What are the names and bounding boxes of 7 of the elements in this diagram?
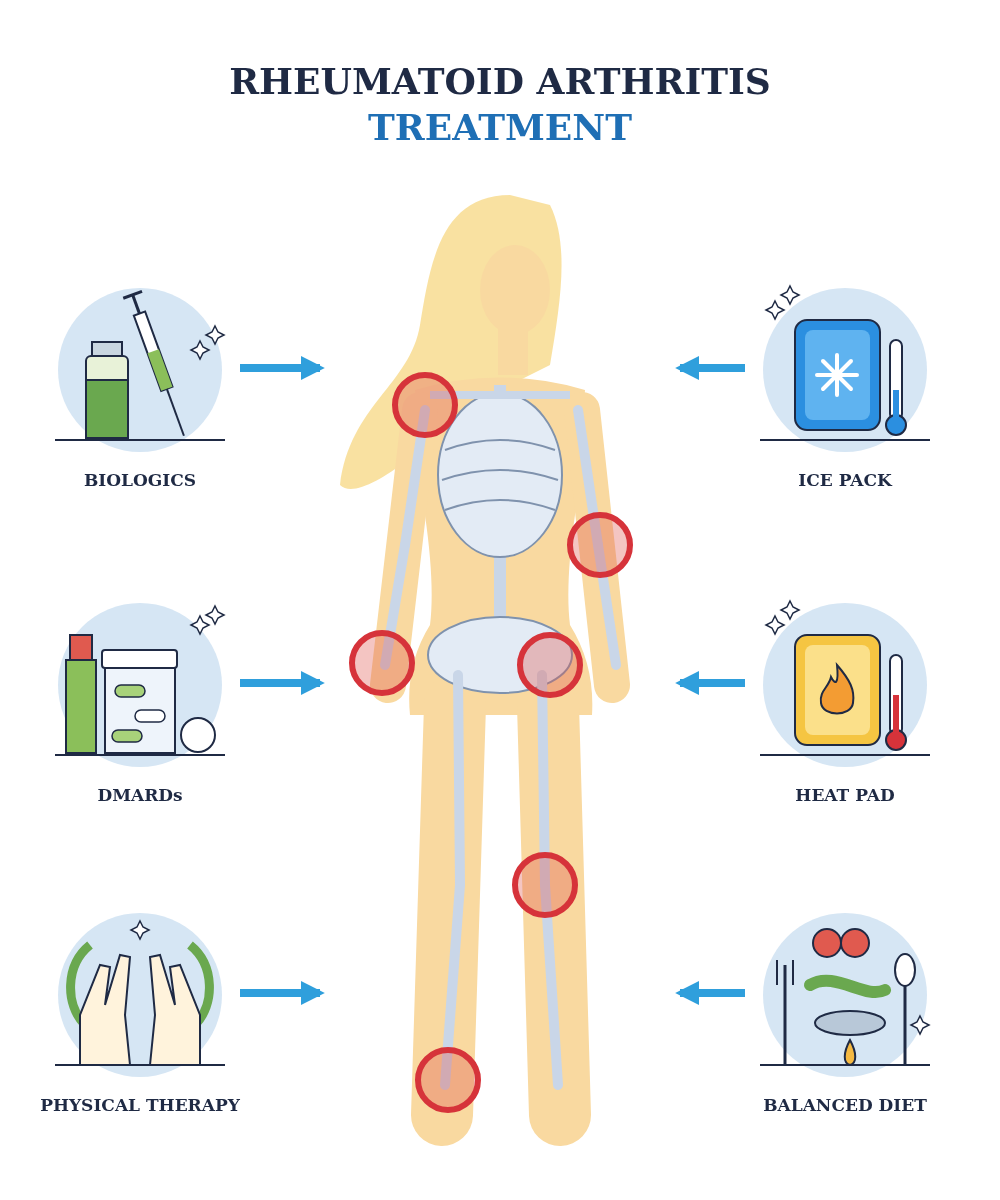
treatment-label: BALANCED DIET — [763, 1095, 927, 1115]
treatment-label: BIOLOGICS — [83, 470, 197, 490]
treatment-label: HEAT PAD — [795, 785, 895, 805]
treatment-label: ICE PACK — [798, 470, 892, 490]
title: RHEUMATOID ARTHRITIS TREATMENT — [228, 59, 772, 150]
treatment-label: DMARDs — [97, 785, 183, 805]
treatment-label: PHYSICAL THERAPY — [40, 1095, 240, 1115]
